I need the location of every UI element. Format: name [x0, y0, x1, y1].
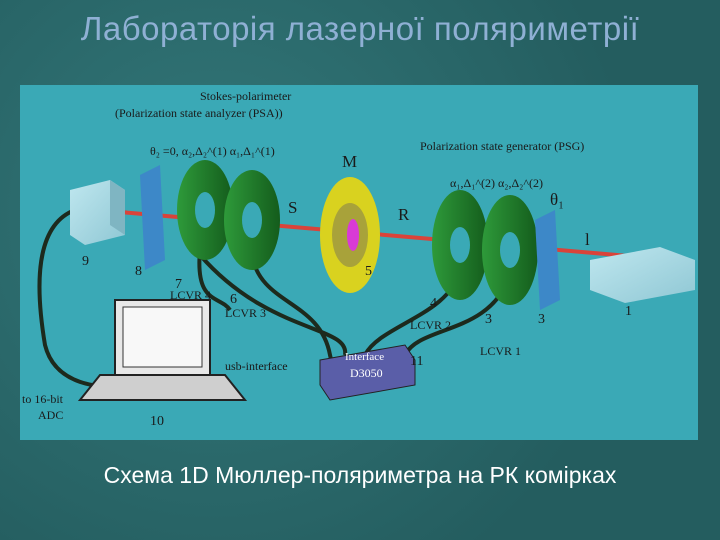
number-8: 8 [135, 264, 142, 279]
usb-interface-label: usb-interface [225, 359, 288, 373]
number-6: 6 [230, 292, 237, 307]
psg-lcvr-1 [482, 195, 538, 305]
psa-subtitle: (Polarization state analyzer (PSA)) [115, 106, 283, 120]
label-theta1: θ₁ [550, 190, 564, 209]
label-M: M [342, 152, 357, 171]
psa-lcvr-3 [224, 170, 280, 270]
slide-title: Лабораторія лазерної поляриметрії [80, 10, 640, 47]
lcvr3-label: LCVR 3 [225, 306, 266, 320]
number-3a: 3 [485, 312, 492, 327]
adc-label-1: to 16-bit [22, 392, 64, 406]
label-S: S [288, 198, 297, 217]
number-4: 4 [430, 296, 437, 311]
analyzer-polarizer [140, 165, 165, 270]
psg-params: α₁,Δ₁^(2) α₂,Δ₂^(2) [450, 176, 543, 190]
psa-params: θ₂ =0, α₂,Δ₂^(1) α₁,Δ₁^(1) [150, 144, 275, 158]
number-10: 10 [150, 414, 164, 429]
lcvr1-label: LCVR 1 [480, 344, 521, 358]
photodetector [70, 180, 125, 245]
number-3b: 3 [538, 312, 545, 327]
interface-name: Interface [345, 351, 384, 363]
psg-title: Polarization state generator (PSG) [420, 139, 584, 153]
psa-lcvr-4 [177, 160, 233, 260]
setup-diagram: Interface D3050 Stokes-polarimeter (Pola… [22, 89, 695, 429]
laser-source [590, 247, 695, 303]
sample-holder [320, 177, 380, 293]
number-11: 11 [410, 354, 423, 369]
number-1: 1 [625, 304, 632, 319]
number-7: 7 [175, 277, 182, 292]
slide-caption: Схема 1D Мюллер-поляриметра на РК комірк… [103, 462, 617, 488]
laptop [77, 299, 248, 401]
generator-polarizer [535, 210, 560, 310]
psa-title: Stokes-polarimeter [200, 89, 291, 103]
adc-label-2: ADC [38, 408, 63, 422]
label-l: l [585, 230, 590, 249]
interface-model: D3050 [350, 366, 383, 380]
label-R: R [398, 205, 410, 224]
psg-lcvr-2 [432, 190, 488, 300]
lcvr4-label: LCVR 4 [170, 288, 211, 302]
number-9: 9 [82, 254, 89, 269]
number-5: 5 [365, 264, 372, 279]
interface-box: Interface D3050 [319, 344, 416, 401]
lcvr2-label: LCVR 2 [410, 318, 451, 332]
diagram-panel: Interface D3050 Stokes-polarimeter (Pola… [20, 85, 698, 440]
